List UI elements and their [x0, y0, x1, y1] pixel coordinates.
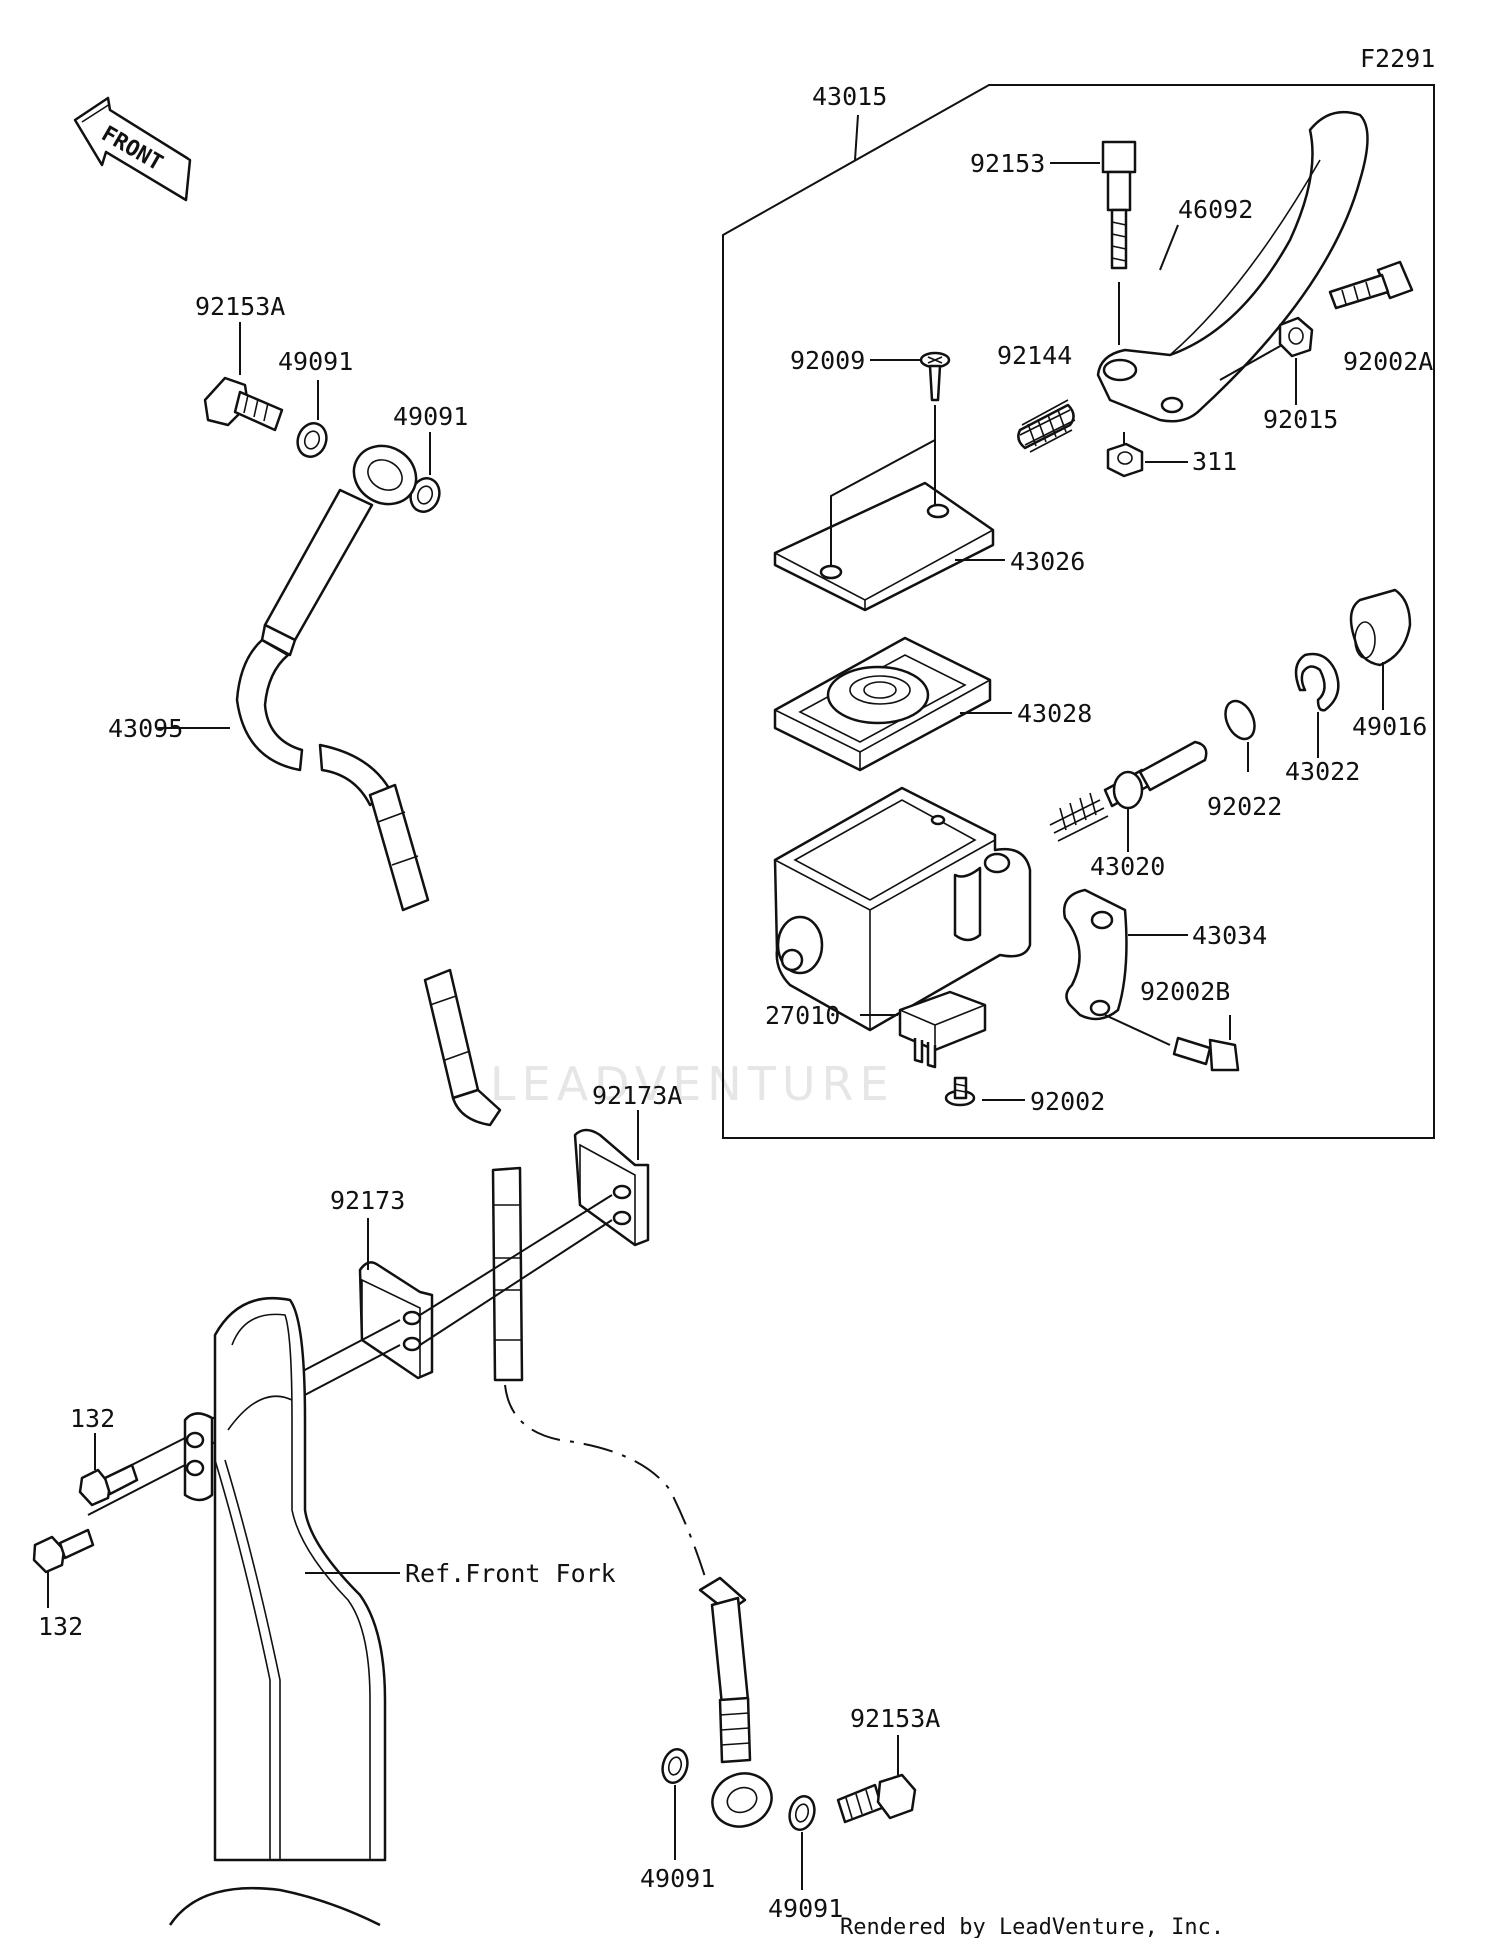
label-92002: 92002 — [1030, 1087, 1105, 1116]
assembly-lines — [87, 1194, 613, 1516]
bracket-92173A — [573, 1110, 650, 1247]
label-92153A-top: 92153A — [195, 292, 285, 321]
washer-49091-c — [661, 1748, 689, 1860]
label-49091-c: 49091 — [640, 1864, 715, 1893]
label-49016: 49016 — [1352, 712, 1427, 741]
nut-311 — [1106, 432, 1188, 478]
label-92153: 92153 — [970, 149, 1045, 178]
banjo-bolt-92153 — [1050, 140, 1137, 345]
label-27010: 27010 — [765, 1001, 840, 1030]
banjo-bolt-92153A-bottom — [836, 1735, 917, 1824]
label-43020: 43020 — [1090, 852, 1165, 881]
label-43034: 43034 — [1192, 921, 1267, 950]
label-46092: 46092 — [1178, 195, 1253, 224]
label-92153A-bottom: 92153A — [850, 1704, 940, 1733]
figure-code: F2291 — [1360, 44, 1435, 73]
banjo-bolt-92153A-top — [203, 322, 284, 432]
label-49091-a: 49091 — [278, 347, 353, 376]
master-cylinder-assembly-box — [722, 84, 1435, 1139]
label-43022: 43022 — [1285, 757, 1360, 786]
label-43026: 43026 — [1010, 547, 1085, 576]
washer-92022 — [1224, 699, 1256, 772]
label-92015: 92015 — [1263, 405, 1338, 434]
circlip-43022 — [1294, 652, 1340, 758]
bolt-132-b — [32, 1528, 95, 1608]
label-92002A: 92002A — [1343, 347, 1433, 376]
label-92173: 92173 — [330, 1186, 405, 1215]
front-fork — [168, 1296, 400, 1927]
reference-note: Ref.Front Fork — [405, 1559, 616, 1588]
label-92173A: 92173A — [592, 1081, 682, 1110]
label-132-b: 132 — [38, 1612, 83, 1641]
washer-49091-d — [788, 1795, 816, 1890]
bolt-92002A — [1328, 260, 1414, 310]
footer-credit: Rendered by LeadVenture, Inc. — [840, 1915, 1224, 1938]
label-43028: 43028 — [1017, 699, 1092, 728]
nut-92015 — [1219, 316, 1314, 405]
watermark-text: LEADVENTURE — [490, 1057, 895, 1111]
screw-92002 — [944, 1076, 1025, 1107]
washer-49091-a — [296, 380, 328, 458]
reservoir-cover-43026 — [773, 439, 1005, 612]
boot-49016 — [1349, 588, 1412, 710]
clamp-43034 — [1062, 888, 1188, 1021]
piston-43020 — [1049, 740, 1208, 852]
bolt-92002B — [1104, 1014, 1240, 1072]
bolt-132-a — [78, 1433, 139, 1507]
brake-hose-43095 — [158, 444, 524, 1382]
label-49091-b: 49091 — [393, 402, 468, 431]
label-92009: 92009 — [790, 346, 865, 375]
label-43015: 43015 — [812, 82, 887, 111]
label-43095: 43095 — [108, 714, 183, 743]
label-311: 311 — [1192, 447, 1237, 476]
label-92022: 92022 — [1207, 792, 1282, 821]
bracket-92173 — [358, 1218, 434, 1380]
brake-lever-46092 — [1096, 110, 1369, 423]
diaphragm-43028 — [773, 636, 1012, 772]
label-132-a: 132 — [70, 1404, 115, 1433]
master-cylinder-body — [773, 786, 1032, 1032]
switch-27010 — [860, 990, 987, 1069]
front-arrow-icon: FRONT — [73, 96, 192, 202]
brake-hose-lower — [504, 1384, 773, 1828]
label-92002B: 92002B — [1140, 977, 1230, 1006]
label-49091-d: 49091 — [768, 1894, 843, 1923]
screw-92009 — [870, 351, 951, 505]
spring-92144 — [1017, 399, 1076, 453]
label-92144: 92144 — [997, 341, 1072, 370]
